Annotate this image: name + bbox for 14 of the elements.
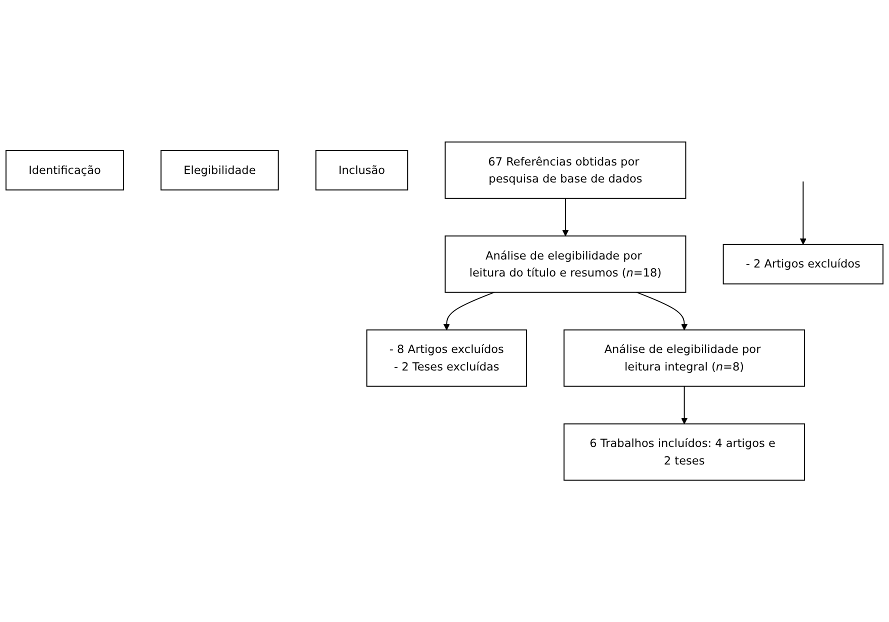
- node-box: Inclusão: [315, 150, 408, 190]
- arrow: [562, 198, 569, 236]
- node-box: Análise de elegibilidade por leitura integral (n=8): [564, 329, 806, 387]
- node-box: 67 Referências obtidas por pesquisa de base de dados: [444, 141, 686, 199]
- arrow: [443, 292, 495, 330]
- node-box: 6 Trabalhos incluídos: 4 artigos e 2 teses: [564, 423, 806, 481]
- node-box: - 8 Artigos excluídos - 2 Teses excluídas: [366, 329, 527, 387]
- node-box: Elegibilidade: [160, 150, 279, 190]
- arrow: [681, 386, 688, 424]
- node-box: - 2 Artigos excluídos: [722, 244, 884, 284]
- arrow: [800, 180, 806, 245]
- node-box: Análise de elegibilidade por leitura do título e resumos (n=18): [444, 235, 686, 293]
- node-box: Identificação: [6, 150, 124, 190]
- arrow: [636, 292, 688, 330]
